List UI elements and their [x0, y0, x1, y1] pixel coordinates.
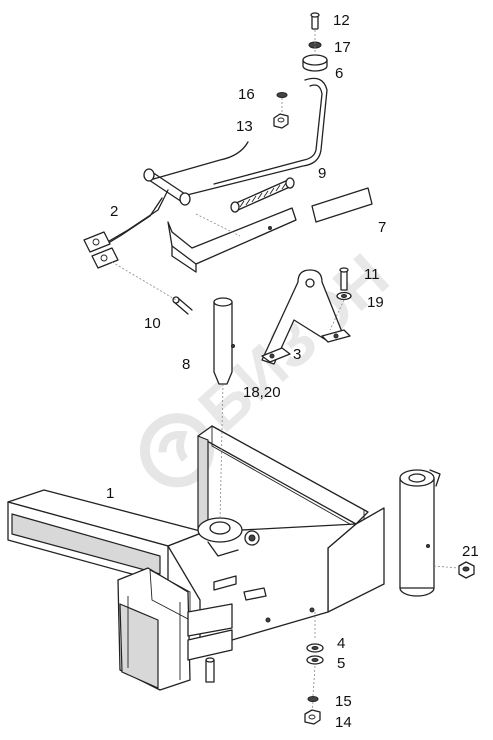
- callout-8: 8: [182, 356, 190, 373]
- part-13-nut: [273, 113, 289, 129]
- part-10-pin: [172, 296, 193, 315]
- callout-18-20: 18,20: [243, 384, 281, 401]
- part-column-tube: [399, 469, 441, 597]
- part-5-washer: [306, 655, 324, 665]
- callout-5: 5: [337, 655, 345, 672]
- part-7-pad: [311, 187, 373, 223]
- part-3-bracket: [261, 269, 351, 365]
- callout-2: 2: [110, 203, 118, 220]
- part-2-pedal-lever: [83, 77, 328, 273]
- part-9-spring: [230, 177, 295, 213]
- callout-15: 15: [335, 693, 352, 710]
- part-21-nut: [458, 561, 475, 579]
- callout-19: 19: [367, 294, 384, 311]
- callout-10: 10: [144, 315, 161, 332]
- part-15-lock-washer: [307, 696, 319, 702]
- part-12-bolt: [310, 12, 320, 30]
- callout-3: 3: [293, 346, 301, 363]
- assembly-leader-lines: [111, 30, 459, 711]
- part-11-bolt: [339, 267, 349, 291]
- part-14-nut: [304, 709, 321, 725]
- watermark-logo-mark: [158, 430, 189, 462]
- callout-6: 6: [335, 65, 343, 82]
- part-16-washer: [276, 92, 288, 98]
- callout-12: 12: [333, 12, 350, 29]
- callout-14: 14: [335, 714, 352, 731]
- part-19-washer: [336, 291, 352, 301]
- callout-13: 13: [236, 118, 253, 135]
- part-1-main-frame: [7, 425, 385, 691]
- callout-9: 9: [318, 165, 326, 182]
- callout-4: 4: [337, 635, 345, 652]
- part-4-washer: [306, 643, 324, 653]
- callout-7: 7: [378, 219, 386, 236]
- callout-16: 16: [238, 86, 255, 103]
- callout-17: 17: [334, 39, 351, 56]
- callout-21: 21: [462, 543, 479, 560]
- part-8-shaft: [213, 297, 235, 385]
- callout-11: 11: [364, 266, 380, 283]
- callout-1: 1: [106, 485, 114, 502]
- part-6-bushing: [302, 54, 328, 72]
